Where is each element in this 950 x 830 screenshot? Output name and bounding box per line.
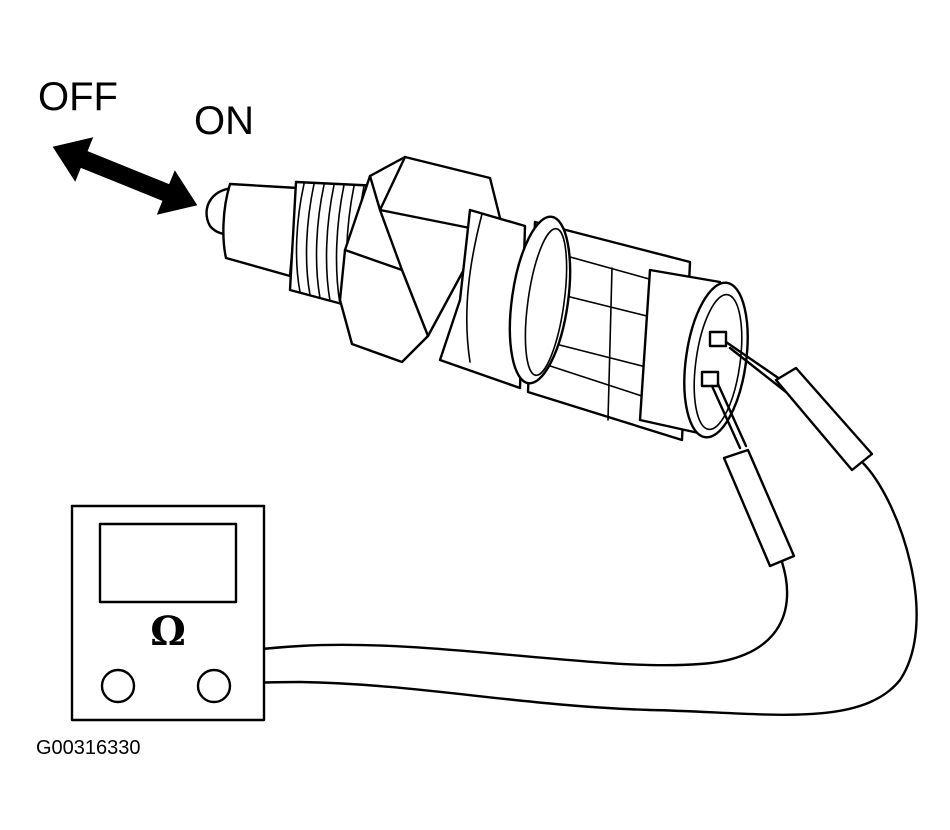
meter-jack-2 — [196, 668, 232, 704]
switch-sensor — [205, 155, 749, 442]
off-label: OFF — [38, 75, 118, 119]
collar — [438, 208, 527, 390]
test-lead-2 — [212, 460, 918, 716]
meter-display — [98, 522, 238, 604]
terminal-lower — [700, 370, 720, 388]
double-arrow-icon — [52, 137, 198, 215]
figure-code: G00316330 — [36, 737, 141, 759]
ohmmeter: Ω — [70, 504, 266, 722]
ohm-symbol: Ω — [150, 608, 186, 655]
meter-jack-1 — [100, 668, 136, 704]
probe-lower — [710, 382, 796, 568]
on-label: ON — [194, 99, 254, 143]
terminal-upper — [708, 330, 728, 348]
probe-upper — [724, 340, 874, 472]
plunger-stem — [222, 182, 300, 278]
